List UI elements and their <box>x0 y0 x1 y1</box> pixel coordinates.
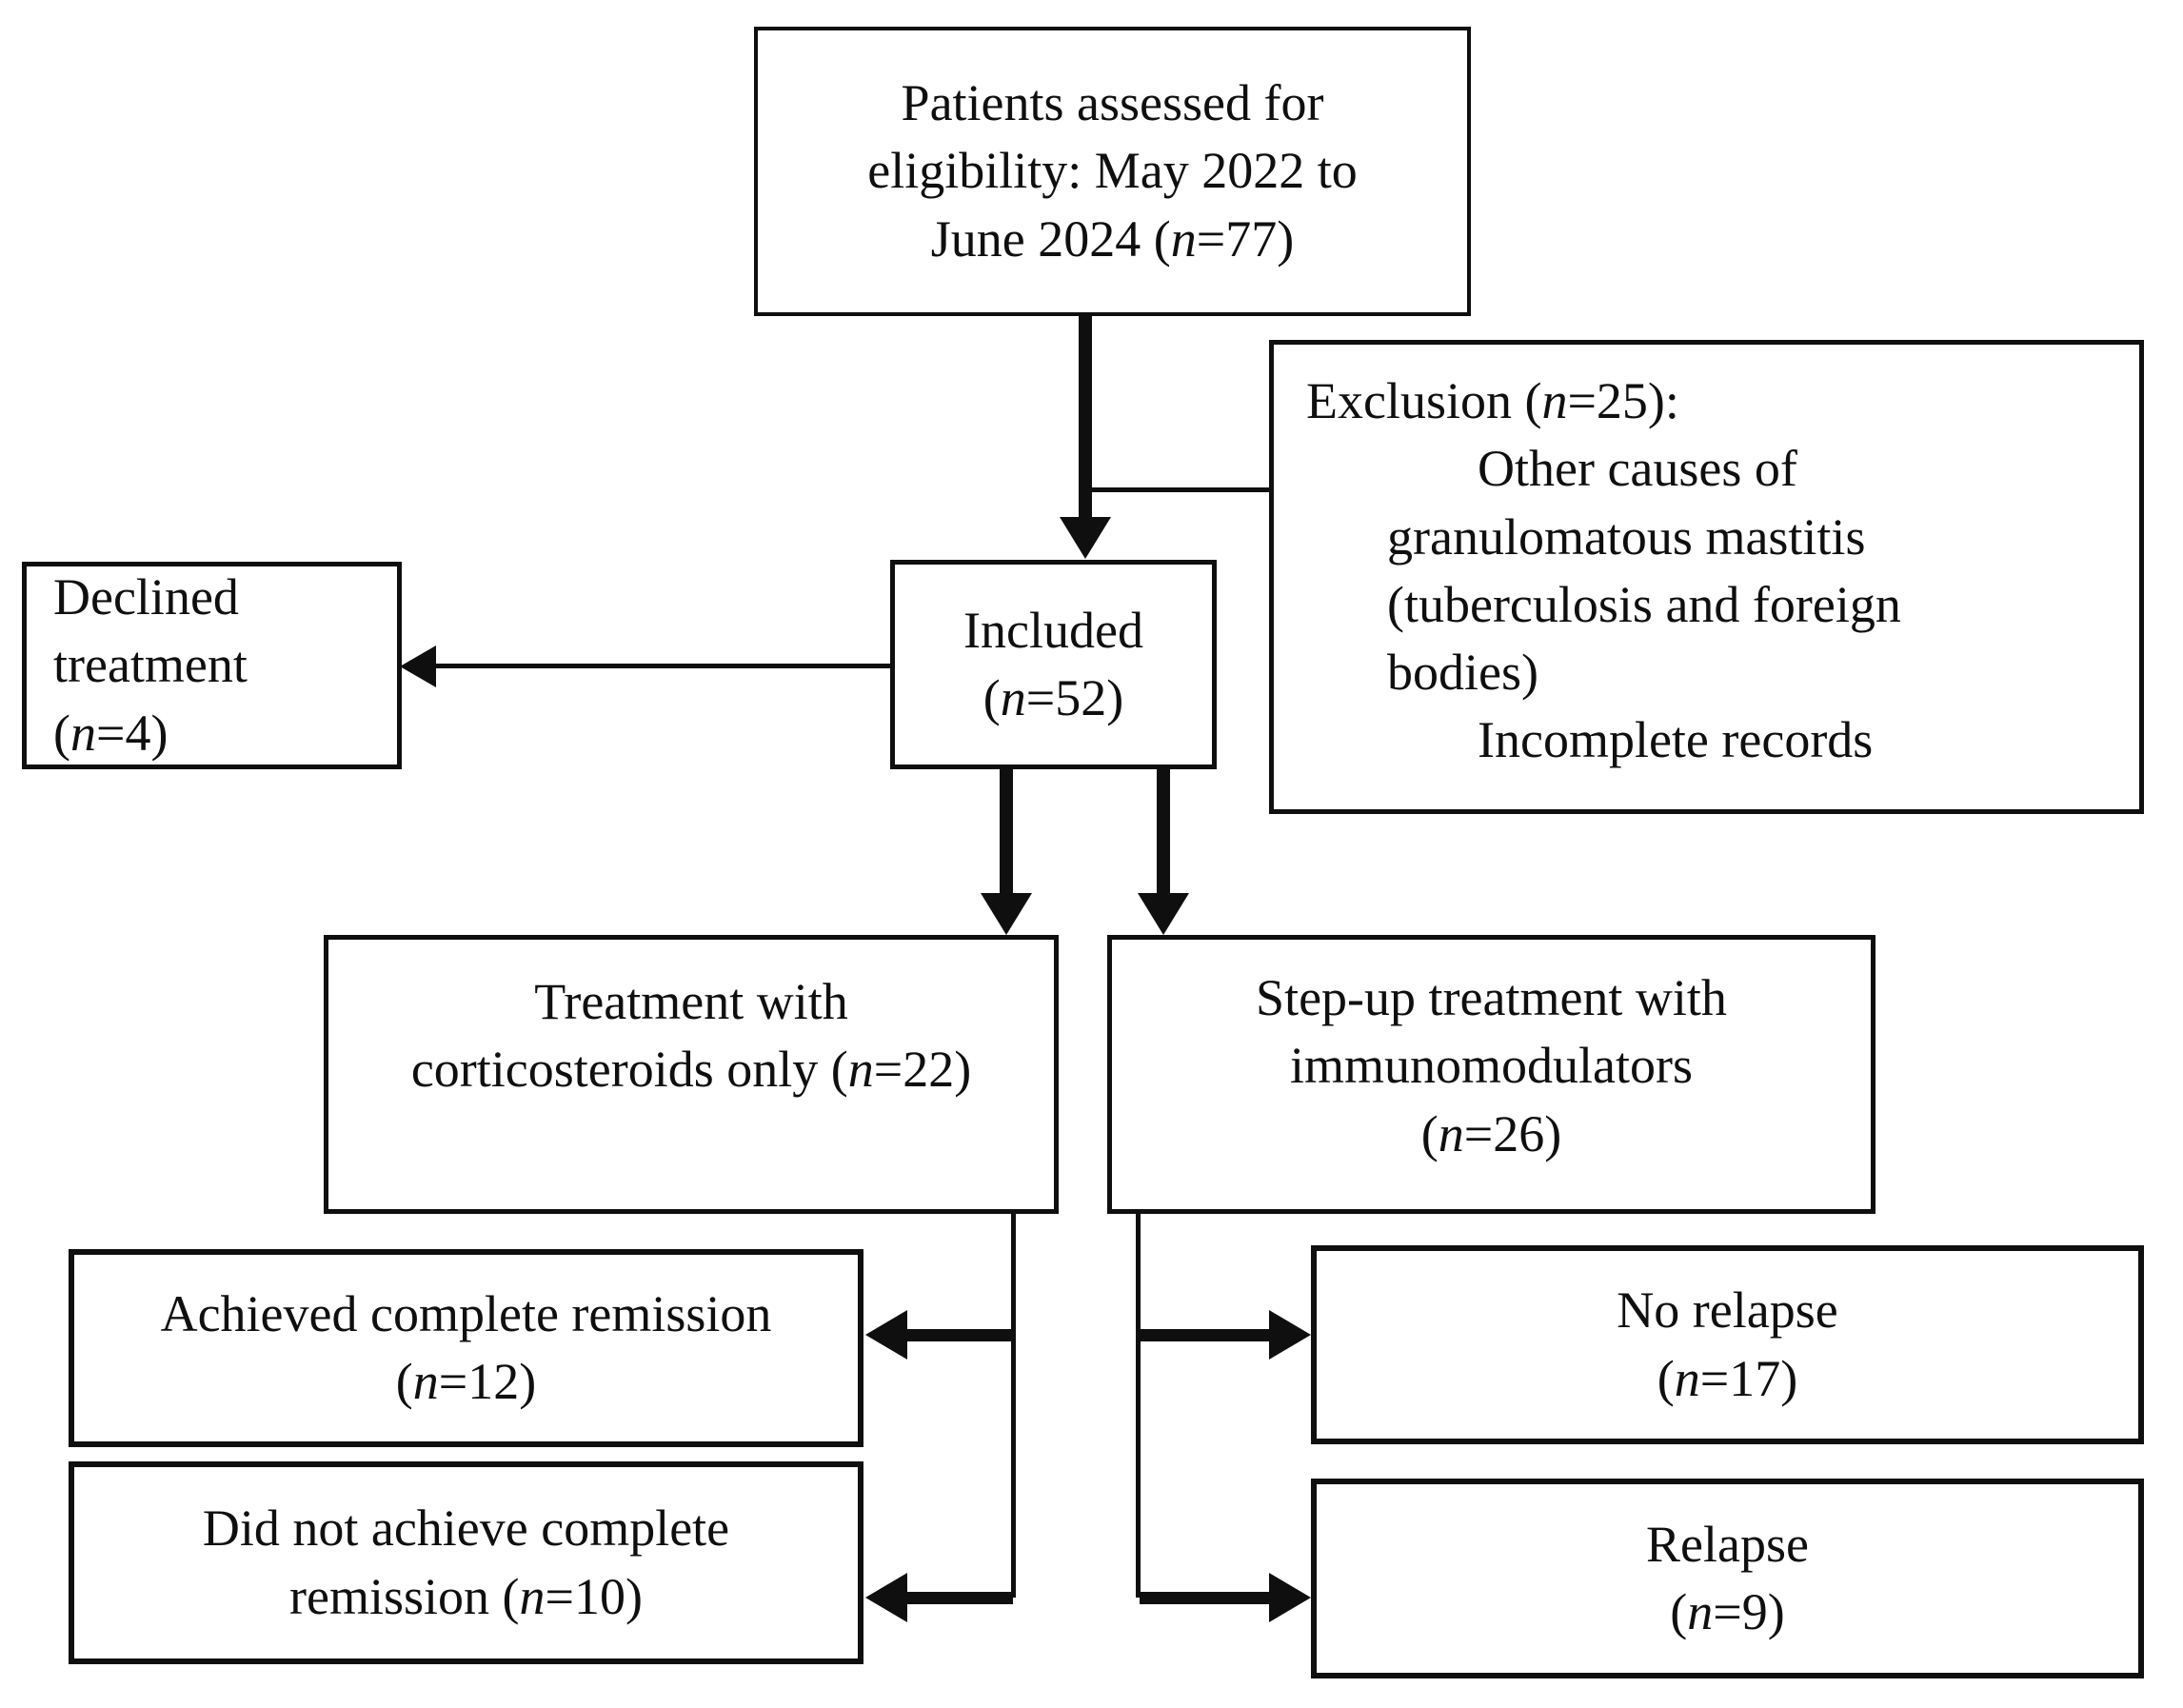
arrow-to-no-relapse-head <box>1269 1310 1311 1360</box>
connector-to-exclusion <box>1092 487 1269 492</box>
connector-below-corticosteroids <box>1011 1212 1016 1598</box>
node-included-label: Included (n=52) <box>963 601 1143 726</box>
node-stepup-immunomodulators-label: Step-up treatment with immunomodulators … <box>1256 969 1727 1162</box>
node-achieved-remission: Achieved complete remission (n=12) <box>69 1249 863 1447</box>
arrow-included-to-declined-shaft <box>436 664 890 668</box>
node-stepup-immunomodulators: Step-up treatment with immunomodulators … <box>1107 935 1875 1214</box>
arrow-included-to-corticosteroids-head <box>981 893 1032 935</box>
arrow-to-relapse-head <box>1269 1573 1311 1622</box>
arrow-to-no-relapse-shaft <box>1140 1329 1269 1341</box>
node-declined-treatment: Declined treatment (n=4) <box>22 562 402 769</box>
node-exclusion: Exclusion (n=25): Other causes of granul… <box>1269 340 2144 814</box>
node-relapse: Relapse (n=9) <box>1311 1479 2144 1678</box>
arrow-included-to-corticosteroids-shaft <box>1000 767 1013 895</box>
arrow-to-relapse-shaft <box>1140 1592 1269 1604</box>
connector-below-stepup <box>1136 1212 1141 1598</box>
arrow-included-to-declined-head <box>400 645 436 687</box>
arrow-to-no-remission-shaft <box>907 1592 1013 1604</box>
arrow-assessed-to-included-head <box>1060 517 1111 559</box>
node-no-relapse: No relapse (n=17) <box>1311 1245 2144 1444</box>
node-corticosteroids-only: Treatment with corticosteroids only (n=2… <box>324 935 1059 1214</box>
node-corticosteroids-only-label: Treatment with corticosteroids only (n=2… <box>410 973 972 1099</box>
node-exclusion-item-other-causes: Other causes of granulomatous mastitis (… <box>1387 440 1901 702</box>
node-exclusion-header: Exclusion (n=25): <box>1306 372 1679 429</box>
node-patients-assessed: Patients assessed for eligibility: May 2… <box>754 27 1471 316</box>
node-included: Included (n=52) <box>890 560 1217 769</box>
arrow-to-no-remission-head <box>865 1573 907 1622</box>
arrow-included-to-stepup-head <box>1138 893 1189 935</box>
node-no-relapse-label: No relapse (n=17) <box>1617 1281 1838 1407</box>
node-declined-treatment-label: Declined treatment (n=4) <box>53 568 248 762</box>
arrow-included-to-stepup-shaft <box>1157 767 1170 895</box>
node-exclusion-item-incomplete-records: Incomplete records <box>1478 711 1874 769</box>
node-no-remission-label: Did not achieve complete remission (n=10… <box>202 1499 730 1625</box>
arrow-to-remission-head <box>865 1310 907 1360</box>
node-relapse-label: Relapse (n=9) <box>1646 1515 1809 1640</box>
node-achieved-remission-label: Achieved complete remission (n=12) <box>160 1284 772 1410</box>
arrow-to-remission-shaft <box>907 1329 1013 1341</box>
node-no-remission: Did not achieve complete remission (n=10… <box>69 1461 863 1664</box>
node-patients-assessed-label: Patients assessed for eligibility: May 2… <box>867 74 1358 268</box>
arrow-assessed-to-included-shaft <box>1079 314 1092 519</box>
